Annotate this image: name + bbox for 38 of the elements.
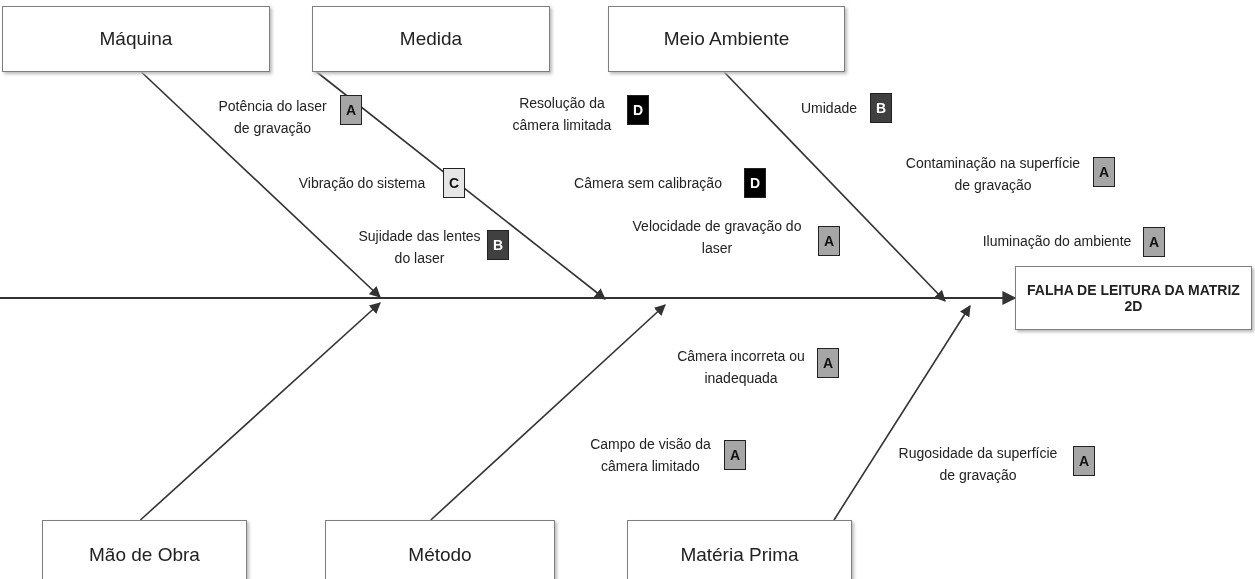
rating-badge: B [870, 93, 892, 123]
category-box: Medida [312, 6, 550, 72]
rating-badge: A [1093, 157, 1115, 187]
rating-badge: A [818, 226, 840, 256]
cause-label: Iluminação do ambiente [981, 232, 1133, 251]
cause-label: Rugosidade da superfície de gravação [897, 444, 1059, 485]
spine-arrow [0, 291, 1017, 305]
category-box: Método [325, 520, 555, 579]
rating-badge: B [487, 230, 509, 260]
rating-badge: A [724, 440, 746, 470]
rating-badge: D [744, 168, 766, 198]
rating-badge: C [443, 168, 465, 198]
cause-label: Vibração do sistema [297, 174, 427, 193]
rating-badge: A [817, 348, 839, 378]
cause-label: Resolução da câmera limitada [511, 94, 613, 135]
effect-box: FALHA DE LEITURA DA MATRIZ 2D [1015, 266, 1252, 330]
category-box: Máquina [2, 6, 270, 72]
cause-label: Câmera sem calibração [573, 174, 723, 193]
category-box: Mão de Obra [42, 520, 247, 579]
arrow [430, 304, 666, 521]
cause-label: Potência do laser de gravação [217, 97, 328, 138]
cause-label: Umidade [800, 99, 858, 118]
cause-label: Sujidade das lentes do laser [357, 227, 482, 268]
cause-label: Câmera incorreta ou inadequada [676, 347, 806, 388]
arrow [315, 71, 606, 300]
arrow [139, 302, 381, 521]
rating-badge: D [627, 95, 649, 125]
cause-label: Velocidade de gravação do laser [631, 217, 803, 258]
rating-badge: A [1073, 446, 1095, 476]
arrow [723, 71, 946, 302]
arrow [140, 71, 381, 298]
cause-label: Campo de visão da câmera limitado [589, 435, 712, 476]
category-box: Matéria Prima [627, 520, 852, 579]
arrow [833, 305, 971, 521]
category-box: Meio Ambiente [608, 6, 845, 72]
cause-label: Contaminação na superfície de gravação [904, 154, 1082, 195]
rating-badge: A [1143, 227, 1165, 257]
rating-badge: A [340, 95, 362, 125]
